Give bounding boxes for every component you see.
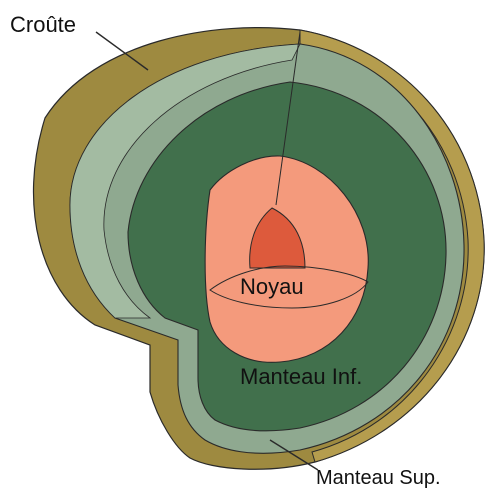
label-croute: Croûte [10, 14, 76, 36]
label-manteau-inf: Manteau Inf. [240, 366, 362, 388]
label-noyau: Noyau [240, 276, 304, 298]
label-manteau-sup: Manteau Sup. [316, 468, 441, 488]
